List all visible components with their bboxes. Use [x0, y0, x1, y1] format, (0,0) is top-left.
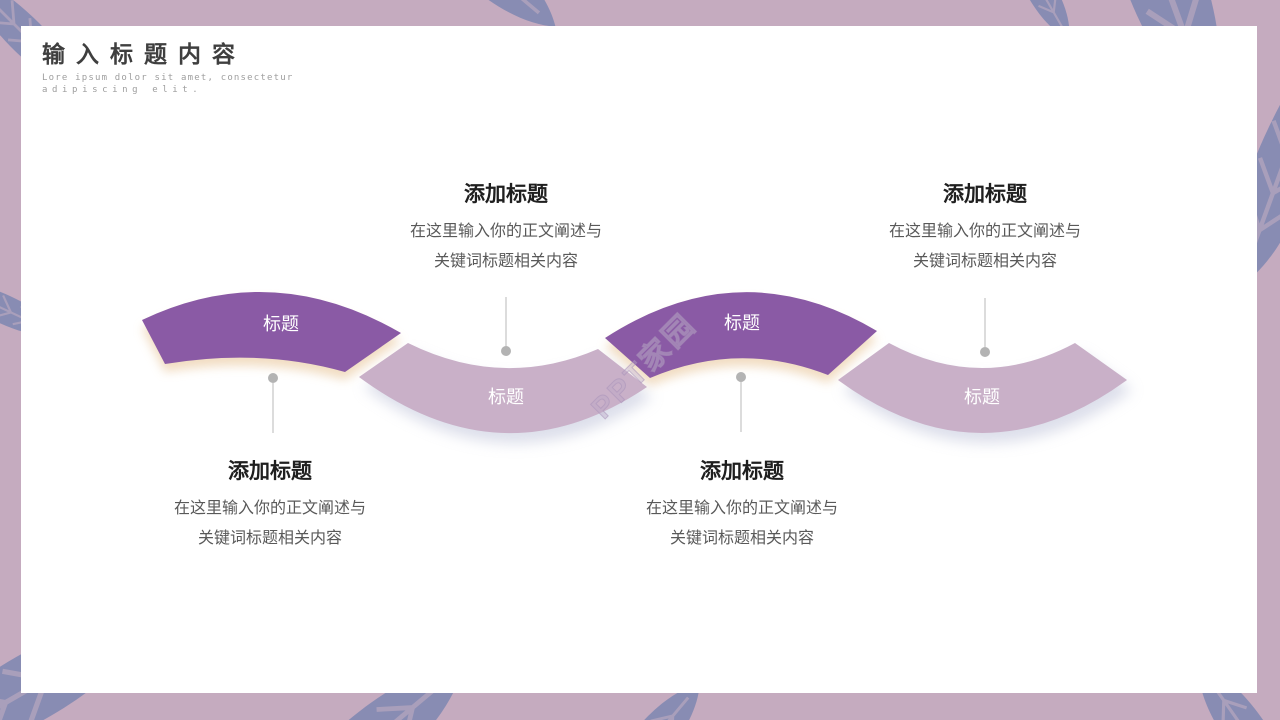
connectors — [272, 297, 986, 433]
connector-dot-1 — [268, 373, 278, 383]
callout-body-line1: 在这里输入你的正文阐述与 — [409, 223, 602, 240]
callout-body-line1: 在这里输入你的正文阐述与 — [173, 500, 366, 517]
ribbon-segment-2[interactable] — [359, 343, 647, 434]
callout-title[interactable]: 添加标题 — [228, 460, 312, 483]
callout-body-line1: 在这里输入你的正文阐述与 — [888, 223, 1081, 240]
callout-body-line2: 关键词标题相关内容 — [433, 253, 578, 270]
page-title[interactable]: 输入标题内容 — [42, 41, 246, 67]
ribbon-segment-1[interactable] — [142, 291, 401, 372]
callout-top-right[interactable]: 添加标题 在这里输入你的正文阐述与 关键词标题相关内容 — [815, 182, 1155, 277]
callout-body-line2: 关键词标题相关内容 — [669, 530, 814, 547]
callout-title[interactable]: 添加标题 — [943, 183, 1027, 206]
callout-bottom-left[interactable]: 添加标题 在这里输入你的正文阐述与 关键词标题相关内容 — [100, 459, 440, 554]
callout-title[interactable]: 添加标题 — [700, 460, 784, 483]
ribbon-segment-4[interactable] — [838, 343, 1127, 433]
ribbon-label-1[interactable]: 标题 — [263, 314, 299, 334]
connector-dot-2 — [501, 346, 511, 356]
callout-top-left[interactable]: 添加标题 在这里输入你的正文阐述与 关键词标题相关内容 — [336, 182, 676, 277]
header-subtitle-line1: Lore ipsum dolor sit amet, consectetur — [42, 73, 294, 83]
ribbon-label-3[interactable]: 标题 — [724, 313, 760, 333]
connector-dot-3 — [736, 372, 746, 382]
slide-header: 输入标题内容 Lore ipsum dolor sit amet, consec… — [42, 40, 294, 96]
header-subtitle-line2: adipiscing elit. — [42, 84, 203, 95]
ribbon-label-4[interactable]: 标题 — [964, 387, 1000, 407]
connector-dot-4 — [980, 347, 990, 357]
callout-body-line2: 关键词标题相关内容 — [197, 530, 342, 547]
callout-body-line1: 在这里输入你的正文阐述与 — [645, 500, 838, 517]
ribbon-segment-3[interactable] — [605, 292, 877, 378]
callout-body-line2: 关键词标题相关内容 — [912, 253, 1057, 270]
callout-title[interactable]: 添加标题 — [464, 183, 548, 206]
ribbon-label-2[interactable]: 标题 — [488, 387, 524, 407]
connector-dots — [268, 346, 990, 383]
callout-bottom-right[interactable]: 添加标题 在这里输入你的正文阐述与 关键词标题相关内容 — [572, 459, 912, 554]
